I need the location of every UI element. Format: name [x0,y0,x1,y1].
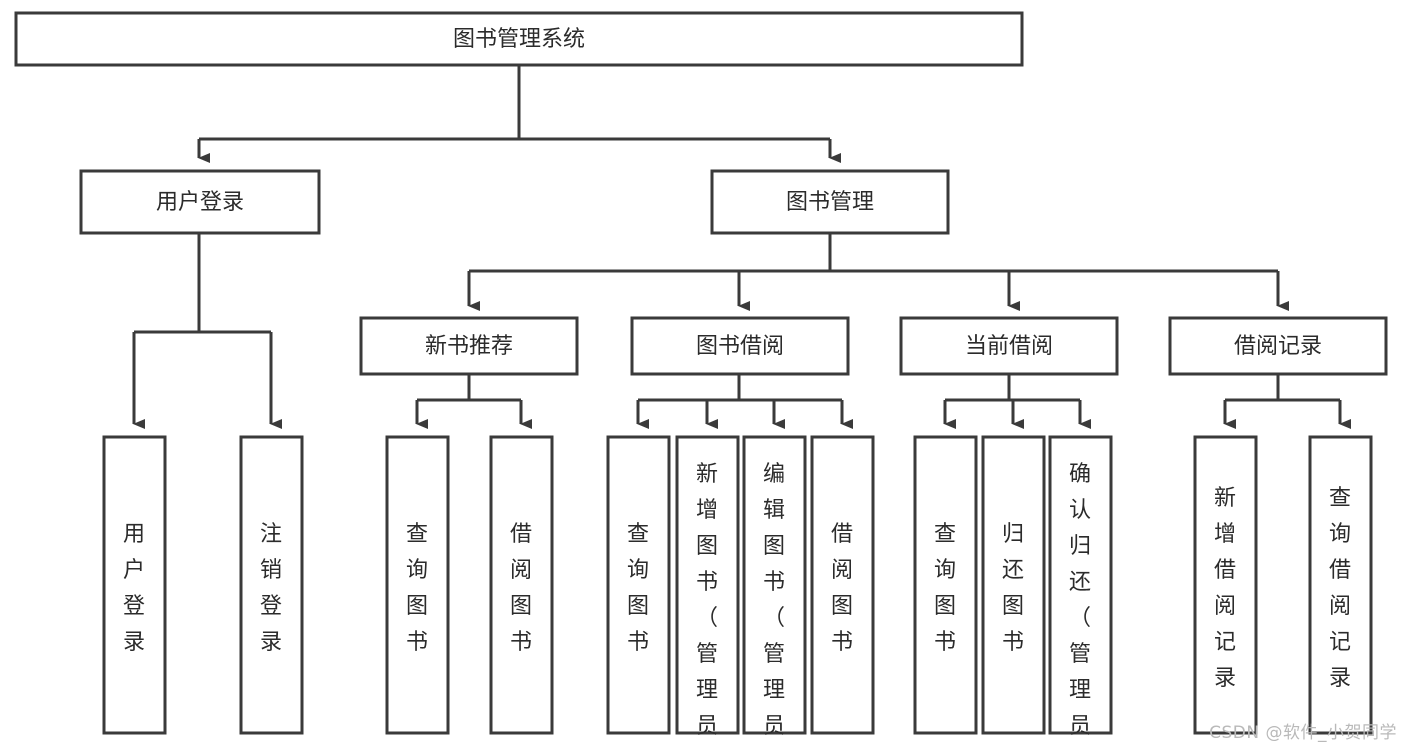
node-leaf-return-book-box[interactable] [981,435,1046,735]
node-book-borrow-box[interactable] [630,316,850,376]
node-book-borrow[interactable]: 图书借阅 [630,316,850,376]
node-leaf-return-book-label: 归还图书 [1002,522,1024,655]
node-leaf-confirm-return-label: 确认归还（管理员） [1069,462,1091,747]
node-borrow-record-box[interactable] [1168,316,1388,376]
node-leaf-borrow-book-1-label: 借阅图书 [510,522,532,655]
node-leaf-query-book-2[interactable]: 查询图书 [606,435,671,735]
node-leaf-edit-book-box[interactable] [742,435,807,735]
node-leaf-borrow-book-2-label: 借阅图书 [831,522,853,655]
node-leaf-query-book-1-box[interactable] [385,435,450,735]
node-leaf-add-book[interactable]: 新增图书（管理员） [675,435,740,747]
connector-layer [132,65,1351,429]
node-leaf-add-book-box[interactable] [675,435,740,735]
node-root-label: 图书管理系统 [453,27,585,52]
node-leaf-borrow-book-1[interactable]: 借阅图书 [489,435,554,735]
node-leaf-query-book-1-label: 查询图书 [406,522,428,655]
node-leaf-add-record[interactable]: 新增借阅记录 [1193,435,1258,735]
node-leaf-user-login-box[interactable] [102,435,167,735]
node-leaf-edit-book-label: 编辑图书（管理员） [763,462,785,747]
node-leaf-add-record-label: 新增借阅记录 [1214,486,1236,691]
node-leaf-borrow-book-2[interactable]: 借阅图书 [810,435,875,735]
csdn-watermark: CSDN @软件_小贺同学 [1209,723,1397,743]
leaf-nodes-layer: 用户登录 注销登录 查询图书 借阅图书 查询图书 新增图书（管理员） 编辑图书（… [102,435,1373,747]
node-current-borrow[interactable]: 当前借阅 [899,316,1119,376]
node-leaf-confirm-return-box[interactable] [1048,435,1113,735]
node-root-box[interactable] [14,11,1024,67]
node-leaf-edit-book[interactable]: 编辑图书（管理员） [742,435,807,747]
node-leaf-confirm-return[interactable]: 确认归还（管理员） [1048,435,1113,747]
node-new-book-recommend-label: 新书推荐 [425,334,513,359]
node-current-borrow-label: 当前借阅 [965,334,1053,359]
node-root[interactable]: 图书管理系统 [14,11,1024,67]
node-leaf-add-book-label: 新增图书（管理员） [696,462,718,747]
node-leaf-user-login-label: 用户登录 [123,522,145,655]
node-borrow-record[interactable]: 借阅记录 [1168,316,1388,376]
node-book-management[interactable]: 图书管理 [710,169,950,235]
node-leaf-logout[interactable]: 注销登录 [239,435,304,735]
node-leaf-query-book-3-label: 查询图书 [934,522,956,655]
node-book-borrow-label: 图书借阅 [696,334,784,359]
node-leaf-query-record-label: 查询借阅记录 [1329,486,1351,691]
node-leaf-borrow-book-1-box[interactable] [489,435,554,735]
node-leaf-logout-box[interactable] [239,435,304,735]
node-book-management-label: 图书管理 [786,190,874,215]
node-new-book-recommend-box[interactable] [359,316,579,376]
node-leaf-borrow-book-2-box[interactable] [810,435,875,735]
node-leaf-return-book[interactable]: 归还图书 [981,435,1046,735]
node-user-login-box[interactable] [79,169,321,235]
node-leaf-query-book-3-box[interactable] [913,435,978,735]
node-leaf-query-book-1[interactable]: 查询图书 [385,435,450,735]
node-user-login-label: 用户登录 [156,190,244,215]
node-leaf-add-record-box[interactable] [1193,435,1258,735]
node-leaf-query-record-box[interactable] [1308,435,1373,735]
node-new-book-recommend[interactable]: 新书推荐 [359,316,579,376]
node-leaf-query-book-2-label: 查询图书 [627,522,649,655]
node-leaf-logout-label: 注销登录 [260,522,282,655]
node-leaf-query-record[interactable]: 查询借阅记录 [1308,435,1373,735]
node-book-management-box[interactable] [710,169,950,235]
node-leaf-user-login[interactable]: 用户登录 [102,435,167,735]
node-borrow-record-label: 借阅记录 [1234,334,1322,359]
node-leaf-query-book-2-box[interactable] [606,435,671,735]
node-user-login[interactable]: 用户登录 [79,169,321,235]
node-current-borrow-box[interactable] [899,316,1119,376]
node-leaf-query-book-3[interactable]: 查询图书 [913,435,978,735]
